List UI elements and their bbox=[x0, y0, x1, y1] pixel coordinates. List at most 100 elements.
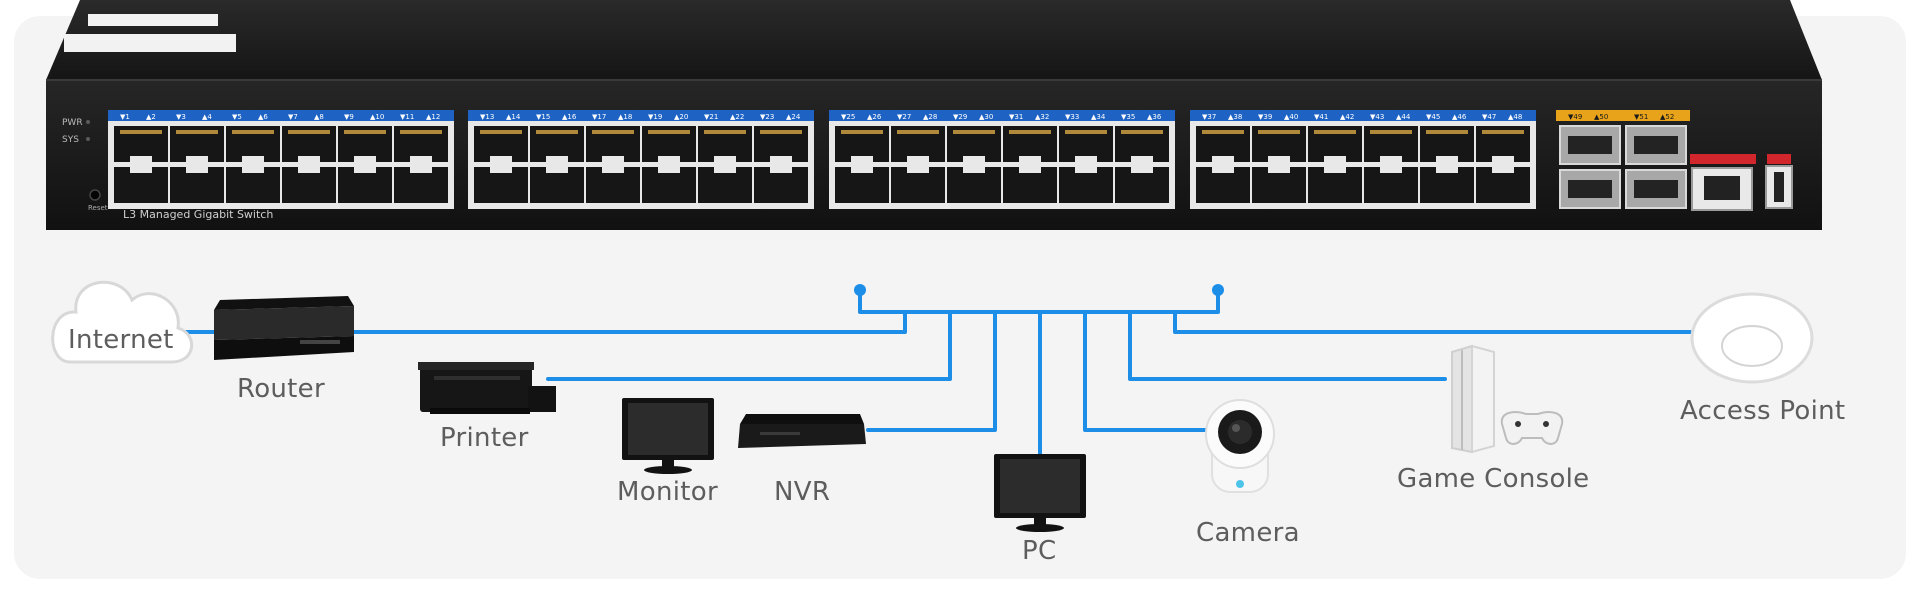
port-latch bbox=[242, 167, 264, 173]
port-latch bbox=[354, 156, 376, 162]
port-latch bbox=[1492, 156, 1514, 162]
nvr-icon bbox=[738, 414, 866, 448]
port-number-label: ▼11 bbox=[400, 113, 414, 121]
port-pins bbox=[288, 130, 330, 134]
port-latch bbox=[186, 156, 208, 162]
port-latch bbox=[714, 167, 736, 173]
port-number-label: ▲42 bbox=[1340, 113, 1354, 121]
nvr-label: NVR bbox=[774, 477, 831, 507]
port-latch bbox=[658, 156, 680, 162]
sfp-slot bbox=[1634, 136, 1678, 154]
port-number-label: ▼19 bbox=[648, 113, 662, 121]
port-number-label: ▼15 bbox=[536, 113, 550, 121]
wire-printer bbox=[546, 310, 952, 381]
port-latch bbox=[1268, 167, 1290, 173]
port-pins bbox=[704, 130, 746, 134]
port-latch bbox=[1019, 156, 1041, 162]
printer-label: Printer bbox=[440, 423, 529, 453]
port-latch bbox=[1492, 167, 1514, 173]
port-latch bbox=[1019, 167, 1041, 173]
switch-top-face bbox=[46, 0, 1822, 80]
wire-endpoint-dot bbox=[1212, 284, 1224, 296]
port-number-label: ▲18 bbox=[618, 113, 632, 121]
port-latch bbox=[851, 167, 873, 173]
port-latch bbox=[410, 156, 432, 162]
port-pins bbox=[400, 130, 442, 134]
port-pins bbox=[120, 130, 162, 134]
redacted-sticker bbox=[88, 14, 218, 26]
gamepad-icon bbox=[1500, 411, 1564, 445]
switch-model-text: L3 Managed Gigabit Switch bbox=[123, 208, 273, 221]
port-pins bbox=[760, 130, 802, 134]
printer-icon bbox=[418, 362, 556, 414]
port-pins bbox=[536, 130, 578, 134]
port-latch bbox=[602, 167, 624, 173]
port-number-label: ▲4 bbox=[202, 113, 212, 121]
sfp-number-label: ▼49 bbox=[1568, 113, 1582, 121]
port-latch bbox=[1268, 156, 1290, 162]
port-latch bbox=[1075, 167, 1097, 173]
port-latch bbox=[963, 156, 985, 162]
port-latch bbox=[130, 167, 152, 173]
console-label-strip bbox=[1690, 154, 1756, 164]
port-latch bbox=[546, 156, 568, 162]
wire-router bbox=[183, 310, 907, 334]
port-number-label: ▼45 bbox=[1426, 113, 1440, 121]
port-number-label: ▼35 bbox=[1121, 113, 1135, 121]
pc-label: PC bbox=[1022, 536, 1057, 566]
port-number-label: ▲20 bbox=[674, 113, 688, 121]
reset-label: Reset bbox=[88, 204, 108, 212]
camera-icon bbox=[1205, 399, 1275, 493]
reset-button[interactable] bbox=[89, 189, 101, 201]
port-label-strip bbox=[1190, 110, 1536, 121]
port-pins bbox=[1370, 130, 1412, 134]
port-number-label: ▲46 bbox=[1452, 113, 1467, 121]
pc-icon bbox=[994, 454, 1086, 532]
port-label-strip bbox=[108, 110, 454, 121]
sfp-number-label: ▲50 bbox=[1594, 113, 1608, 121]
sfp-label-strip bbox=[1556, 110, 1690, 121]
port-number-label: ▲12 bbox=[426, 113, 440, 121]
port-number-label: ▲10 bbox=[370, 113, 384, 121]
port-label-strip bbox=[468, 110, 814, 121]
led-pwr-label: PWR bbox=[62, 118, 83, 128]
wire-nvr bbox=[866, 310, 997, 432]
port-pins bbox=[344, 130, 386, 134]
port-number-label: ▼5 bbox=[232, 113, 242, 121]
port-number-label: ▲2 bbox=[146, 113, 156, 121]
port-latch bbox=[1212, 156, 1234, 162]
port-latch bbox=[1380, 167, 1402, 173]
network-switch: ▼1▲2▼3▲4▼5▲6▼7▲8▼9▲10▼11▲12▼13▲14▼15▲16▼… bbox=[46, 0, 1822, 230]
port-latch bbox=[242, 156, 264, 162]
port-pins bbox=[592, 130, 634, 134]
port-number-label: ▼1 bbox=[120, 113, 130, 121]
port-number-label: ▲48 bbox=[1508, 113, 1522, 121]
led-sys-label: SYS bbox=[62, 135, 79, 145]
port-number-label: ▼31 bbox=[1009, 113, 1023, 121]
port-latch bbox=[410, 167, 432, 173]
internet-label: Internet bbox=[68, 325, 174, 355]
port-latch bbox=[298, 167, 320, 173]
port-number-label: ▼17 bbox=[592, 113, 606, 121]
sfp-number-label: ▲52 bbox=[1660, 113, 1674, 121]
port-number-label: ▼3 bbox=[176, 113, 186, 121]
port-latch bbox=[770, 167, 792, 173]
port-pins bbox=[1258, 130, 1300, 134]
router-icon bbox=[214, 296, 354, 360]
port-latch bbox=[1436, 167, 1458, 173]
port-number-label: ▼23 bbox=[760, 113, 774, 121]
port-number-label: ▼29 bbox=[953, 113, 967, 121]
port-latch bbox=[1075, 156, 1097, 162]
sfp-slot bbox=[1568, 136, 1612, 154]
port-latch bbox=[490, 167, 512, 173]
port-number-label: ▲34 bbox=[1091, 113, 1106, 121]
game-console-icon bbox=[1451, 344, 1495, 454]
port-pins bbox=[1121, 130, 1163, 134]
port-number-label: ▼27 bbox=[897, 113, 911, 121]
wire-game-console bbox=[1128, 310, 1447, 381]
port-number-label: ▼9 bbox=[344, 113, 354, 121]
port-latch bbox=[1212, 167, 1234, 173]
port-latch bbox=[1131, 167, 1153, 173]
sfp-slot bbox=[1568, 180, 1612, 198]
